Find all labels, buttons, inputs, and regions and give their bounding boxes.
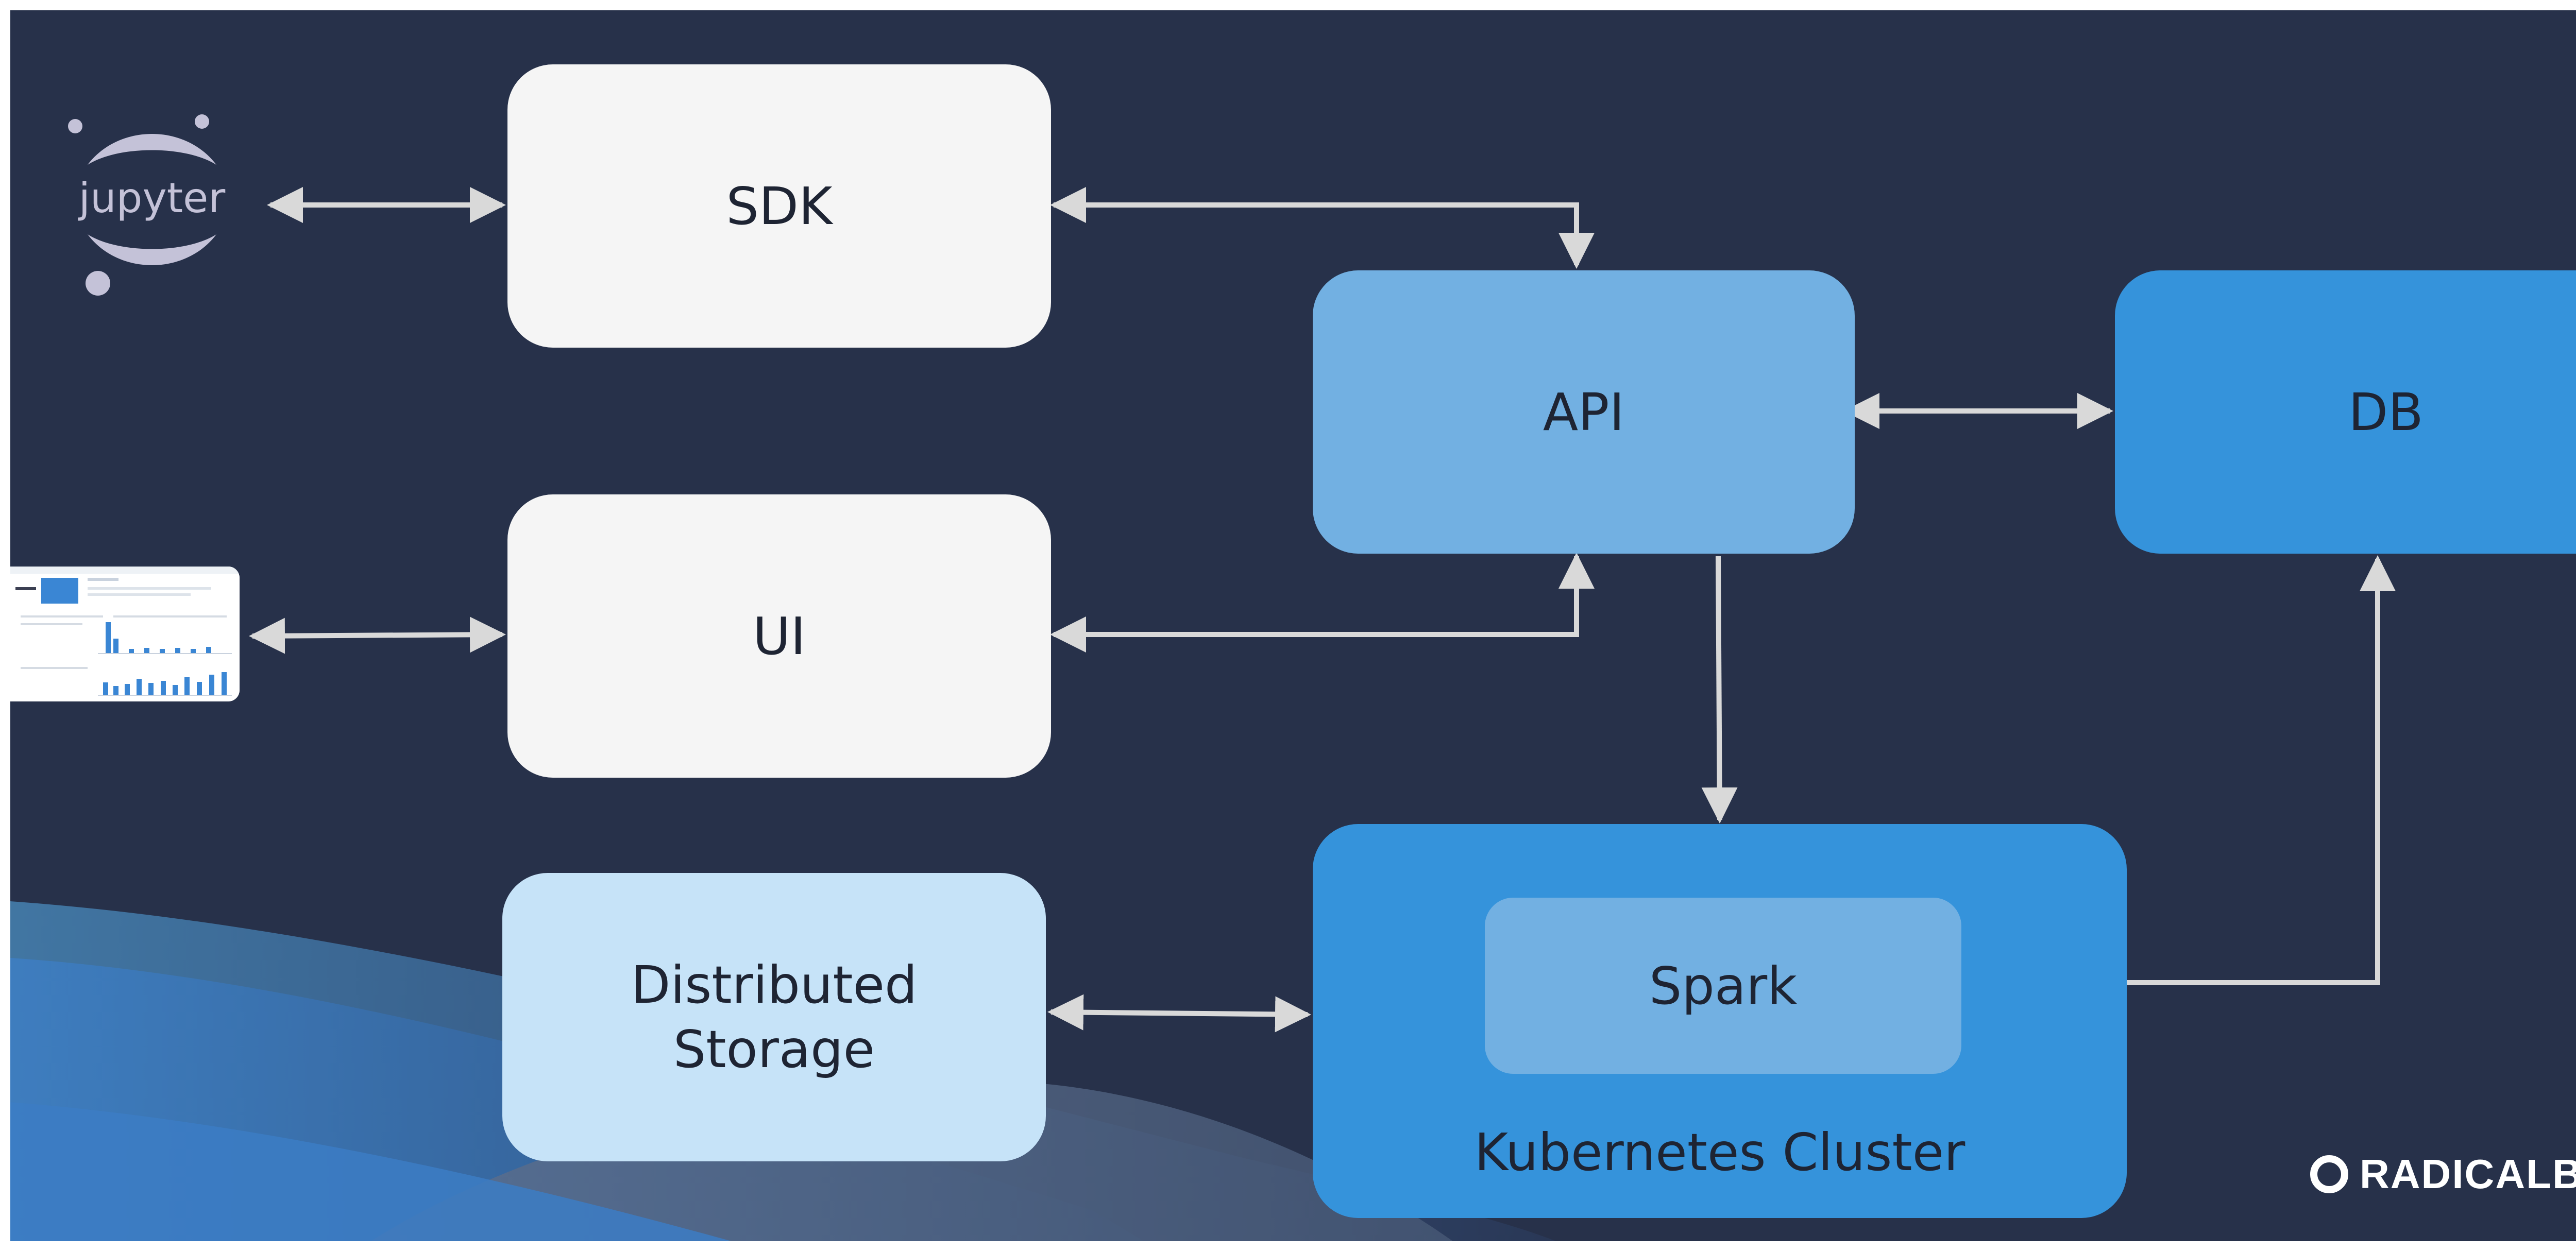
distributed-storage-box: Distributed Storage (502, 873, 1046, 1161)
jupyter-wordmark: jupyter (78, 174, 226, 222)
ui-label: UI (753, 606, 806, 666)
kubernetes-cluster-label: Kubernetes Cluster (1474, 1122, 1965, 1182)
db-label: DB (2348, 382, 2424, 442)
api-box: API (1313, 270, 1855, 554)
edge-sdk-api (1050, 187, 1595, 269)
wave-front (10, 1102, 732, 1241)
sdk-label: SDK (726, 176, 833, 236)
edge-storage-cluster (1047, 994, 1311, 1033)
spark-box: Spark (1485, 898, 1961, 1074)
db-box: DB (2115, 270, 2576, 554)
radicalbit-brand: RADICALBIT (2308, 1146, 2576, 1203)
architecture-diagram: SDK API DB UI Distributed Storage Kubern… (10, 10, 2576, 1241)
connector-layer (249, 187, 2396, 1033)
edge-uipreview-ui (249, 616, 506, 654)
ui-box: UI (507, 494, 1051, 778)
edge-ui-api (1050, 553, 1595, 653)
sdk-box: SDK (507, 64, 1051, 348)
distributed-storage-label: Distributed Storage (631, 955, 918, 1079)
radicalbit-wordmark: RADICALBIT (2360, 1151, 2576, 1197)
api-label: API (1543, 382, 1625, 442)
radicalbit-ring-icon (2310, 1155, 2348, 1193)
ui-screenshot-thumbnail (10, 567, 240, 701)
spark-label: Spark (1649, 955, 1798, 1016)
jupyter-logo-icon: jupyter (68, 114, 226, 296)
edge-api-cluster (1701, 556, 1738, 824)
